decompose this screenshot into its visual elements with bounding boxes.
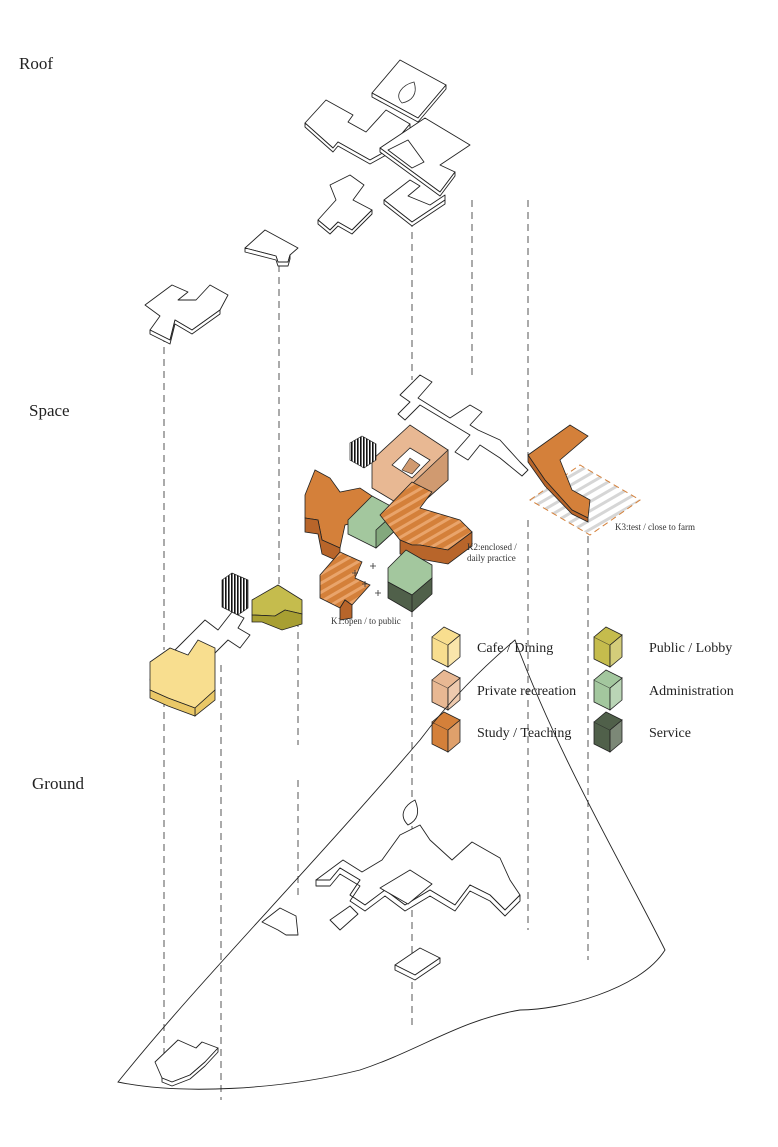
legend-swatch <box>431 626 461 646</box>
annotation-k1: K1:open / to public <box>331 616 401 626</box>
plus-marks <box>352 563 381 596</box>
legend-item-private-recreation: Private recreation <box>431 669 576 711</box>
legend-swatch <box>593 711 623 731</box>
ground-layer <box>117 639 666 1090</box>
legend-label: Administration <box>649 684 734 699</box>
legend-item-service: Service <box>593 711 691 753</box>
legend-item-cafe-dining: Cafe / Dining <box>431 626 553 668</box>
legend-label: Public / Lobby <box>649 641 732 656</box>
site-boundary <box>117 639 666 1090</box>
legend-item-administration: Administration <box>593 669 734 711</box>
legend-swatch <box>593 669 623 689</box>
layer-label-space: Space <box>29 401 70 420</box>
legend-item-study-teaching: Study / Teaching <box>431 711 571 753</box>
legend-label: Service <box>649 726 691 741</box>
annotation-k3: K3:test / close to farm <box>615 522 695 532</box>
annotation-k2-line2: daily practice <box>467 553 516 563</box>
roof-layer <box>144 59 471 345</box>
layer-label-roof: Roof <box>19 54 53 73</box>
legend-swatch <box>593 626 623 646</box>
space-layer <box>149 374 641 717</box>
annotation-k2-line1: K2:enclosed / <box>467 542 517 552</box>
legend-label: Study / Teaching <box>477 726 571 741</box>
study-teaching-block-k1 <box>319 551 371 609</box>
public-lobby-block <box>251 584 303 617</box>
legend-label: Private recreation <box>477 684 576 699</box>
legend-swatch <box>431 669 461 689</box>
legend-item-public-lobby: Public / Lobby <box>593 626 732 668</box>
legend-label: Cafe / Dining <box>477 641 553 656</box>
layer-label-ground: Ground <box>32 774 84 793</box>
